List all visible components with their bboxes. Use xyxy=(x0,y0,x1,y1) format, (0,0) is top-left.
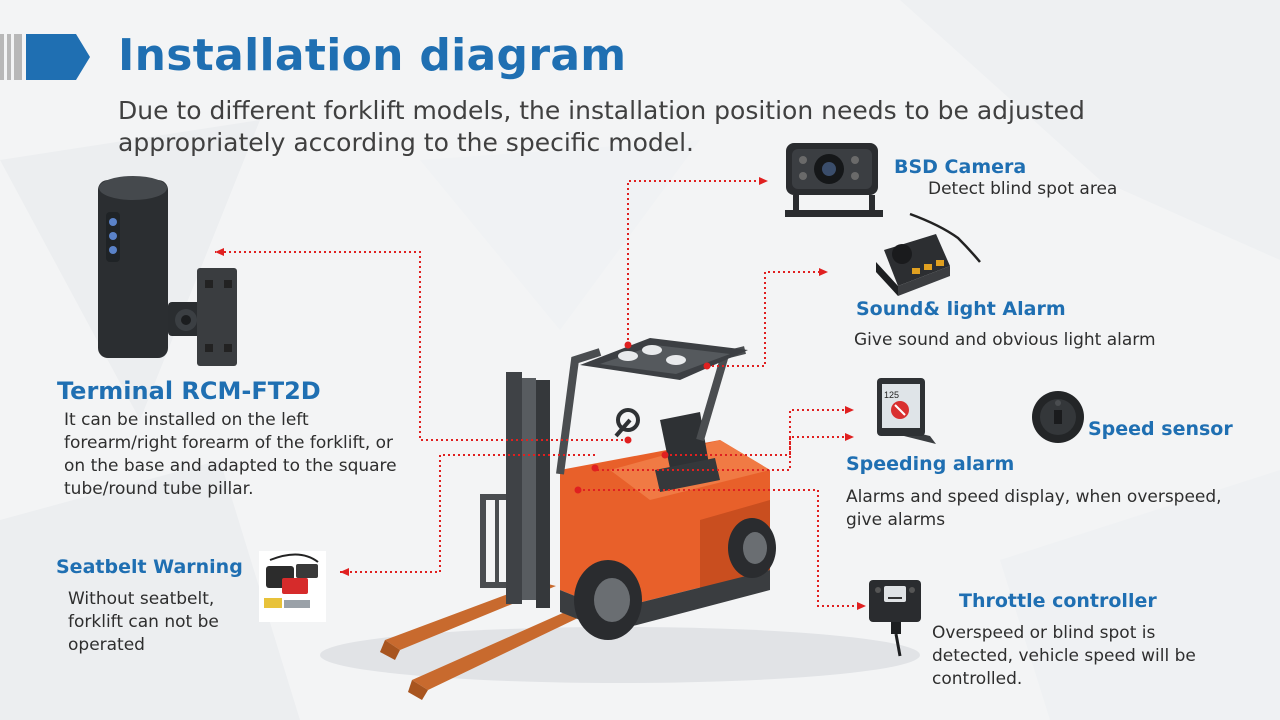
sound-light-alarm-image xyxy=(876,212,981,296)
seatbelt-device-image xyxy=(259,551,326,622)
speed-sensor-image xyxy=(1032,391,1084,443)
speed-sensor-label: Speed sensor xyxy=(1088,418,1233,440)
sound-alarm-label: Sound& light Alarm xyxy=(856,298,1066,320)
speeding-alarm-reading: 125 xyxy=(884,390,899,400)
connector-speeding-alarm xyxy=(597,409,848,471)
throttle-controller-image xyxy=(869,580,921,657)
bsd-camera-image xyxy=(785,143,883,217)
sound-alarm-description: Give sound and obvious light alarm xyxy=(854,330,1156,350)
connector-throttle xyxy=(578,489,860,607)
connector-bsd-camera xyxy=(627,180,762,345)
page-subtitle: Due to different forklift models, the in… xyxy=(118,96,1085,157)
connector-lines xyxy=(215,180,860,607)
speeding-alarm-description: Alarms and speed display, when overspeed… xyxy=(846,487,1222,530)
throttle-description: Overspeed or blind spot is detected, veh… xyxy=(932,623,1196,689)
speeding-alarm-image: 125 xyxy=(877,378,936,444)
throttle-label: Throttle controller xyxy=(959,590,1157,612)
connector-speeding-alarm-2 xyxy=(665,436,848,456)
speeding-alarm-label: Speeding alarm xyxy=(846,453,1015,475)
seatbelt-label: Seatbelt Warning xyxy=(56,556,243,578)
terminal-label: Terminal RCM-FT2D xyxy=(57,377,321,405)
terminal-device-image xyxy=(98,176,237,366)
connector-terminal xyxy=(215,251,628,441)
header-accent-bars xyxy=(0,34,90,80)
connector-sound-alarm xyxy=(707,271,822,367)
bsd-camera-description: Detect blind spot area xyxy=(928,179,1118,199)
bsd-camera-label: BSD Camera xyxy=(894,156,1027,178)
forklift-image xyxy=(380,338,776,700)
seatbelt-description: Without seatbelt, forklift can not be op… xyxy=(68,589,219,655)
connector-seatbelt xyxy=(340,454,595,573)
terminal-description: It can be installed on the left forearm/… xyxy=(64,410,397,499)
connector-endpoints xyxy=(215,177,866,610)
page-title: Installation diagram xyxy=(118,30,627,81)
